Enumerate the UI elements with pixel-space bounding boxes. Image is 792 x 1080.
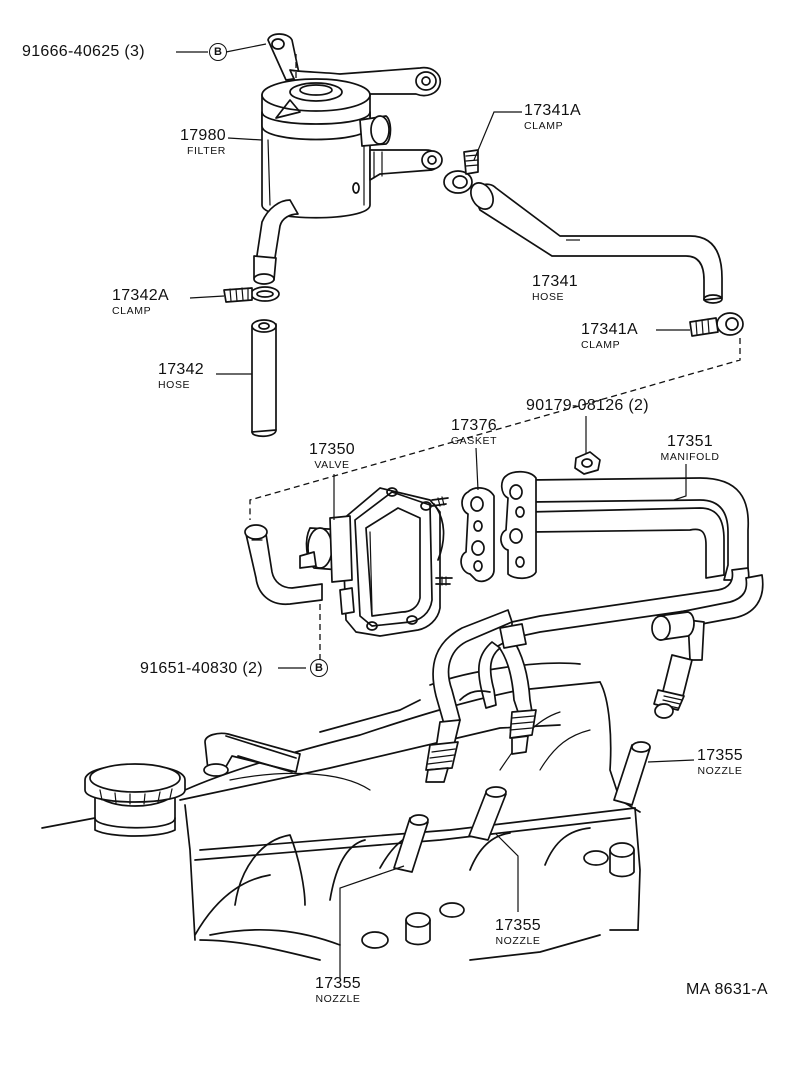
nozzle-left <box>393 814 429 873</box>
hose-left-drawing <box>251 319 277 438</box>
part-number: 91651-40830 <box>140 660 238 677</box>
label-nozzle-middle: 17355 NOZZLE <box>486 918 550 947</box>
part-name: GASKET <box>450 435 498 447</box>
filter-drawing <box>253 33 443 285</box>
part-number: 17350 <box>309 441 355 458</box>
diagram-code: MA 8631-A <box>686 981 768 998</box>
label-hose-left: 17342 HOSE <box>158 362 204 391</box>
part-number: 17342 <box>158 361 204 378</box>
nozzle-right <box>613 741 651 806</box>
valve-drawing <box>244 487 453 637</box>
part-name: NOZZLE <box>697 765 743 777</box>
nut-drawing <box>574 451 601 475</box>
label-nozzle-right: 17355 NOZZLE <box>688 748 752 777</box>
dashed-assembly-lines <box>249 54 741 666</box>
engine-head-drawing <box>41 662 641 961</box>
part-number: 17376 <box>451 417 497 434</box>
label-bolt-top: 91666-40625 (3) <box>22 44 145 60</box>
label-bolt-mid: 91651-40830 (2) <box>140 661 263 677</box>
part-name: FILTER <box>187 145 226 157</box>
gasket-drawing <box>460 487 495 583</box>
label-clamp-right: 17341A CLAMP <box>581 322 638 351</box>
label-clamp-top: 17341A CLAMP <box>524 103 581 132</box>
part-number: 17355 <box>315 975 361 992</box>
label-nut: 90179-08126 (2) <box>526 398 649 414</box>
leader-lines <box>176 43 695 978</box>
badge-b-top: B <box>209 43 227 61</box>
part-number: 17355 <box>495 917 541 934</box>
label-hose-top: 17341 HOSE <box>532 274 578 303</box>
hose-top-drawing <box>470 182 723 304</box>
part-number: 17355 <box>697 747 743 764</box>
part-name: MANIFOLD <box>660 451 720 463</box>
label-clamp-left: 17342A CLAMP <box>112 288 169 317</box>
clamp-top-drawing <box>443 149 479 194</box>
part-number: 17341 <box>532 273 578 290</box>
label-valve: 17350 VALVE <box>296 442 368 471</box>
clamp-left-drawing <box>223 286 280 303</box>
part-number: 90179-08126 <box>526 397 624 414</box>
badge-b-mid: B <box>310 659 328 677</box>
part-name: CLAMP <box>112 305 152 317</box>
nozzle-drawings <box>393 741 651 873</box>
label-nozzle-left: 17355 NOZZLE <box>306 976 370 1005</box>
part-qty: (2) <box>242 660 263 677</box>
part-name: VALVE <box>314 459 350 471</box>
part-number: 91666-40625 <box>22 43 120 60</box>
part-number: 17341A <box>581 321 638 338</box>
part-number: 17351 <box>667 433 713 450</box>
label-manifold: 17351 MANIFOLD <box>648 434 732 463</box>
clamp-right-drawing <box>689 312 744 337</box>
label-filter: 17980 FILTER <box>150 128 226 157</box>
part-number: 17341A <box>524 102 581 119</box>
part-name: CLAMP <box>581 339 621 351</box>
part-name: CLAMP <box>524 120 564 132</box>
part-name: NOZZLE <box>315 993 361 1005</box>
part-name: NOZZLE <box>495 935 541 947</box>
part-number: 17342A <box>112 287 169 304</box>
manifold-drawing <box>425 470 764 783</box>
part-qty: (3) <box>124 43 145 60</box>
part-name: HOSE <box>158 379 191 391</box>
nozzle-middle <box>468 786 507 841</box>
part-name: HOSE <box>532 291 565 303</box>
part-qty: (2) <box>628 397 649 414</box>
label-gasket: 17376 GASKET <box>438 418 510 447</box>
part-number: 17980 <box>180 127 226 144</box>
oil-filler-cap-drawing <box>84 763 186 837</box>
